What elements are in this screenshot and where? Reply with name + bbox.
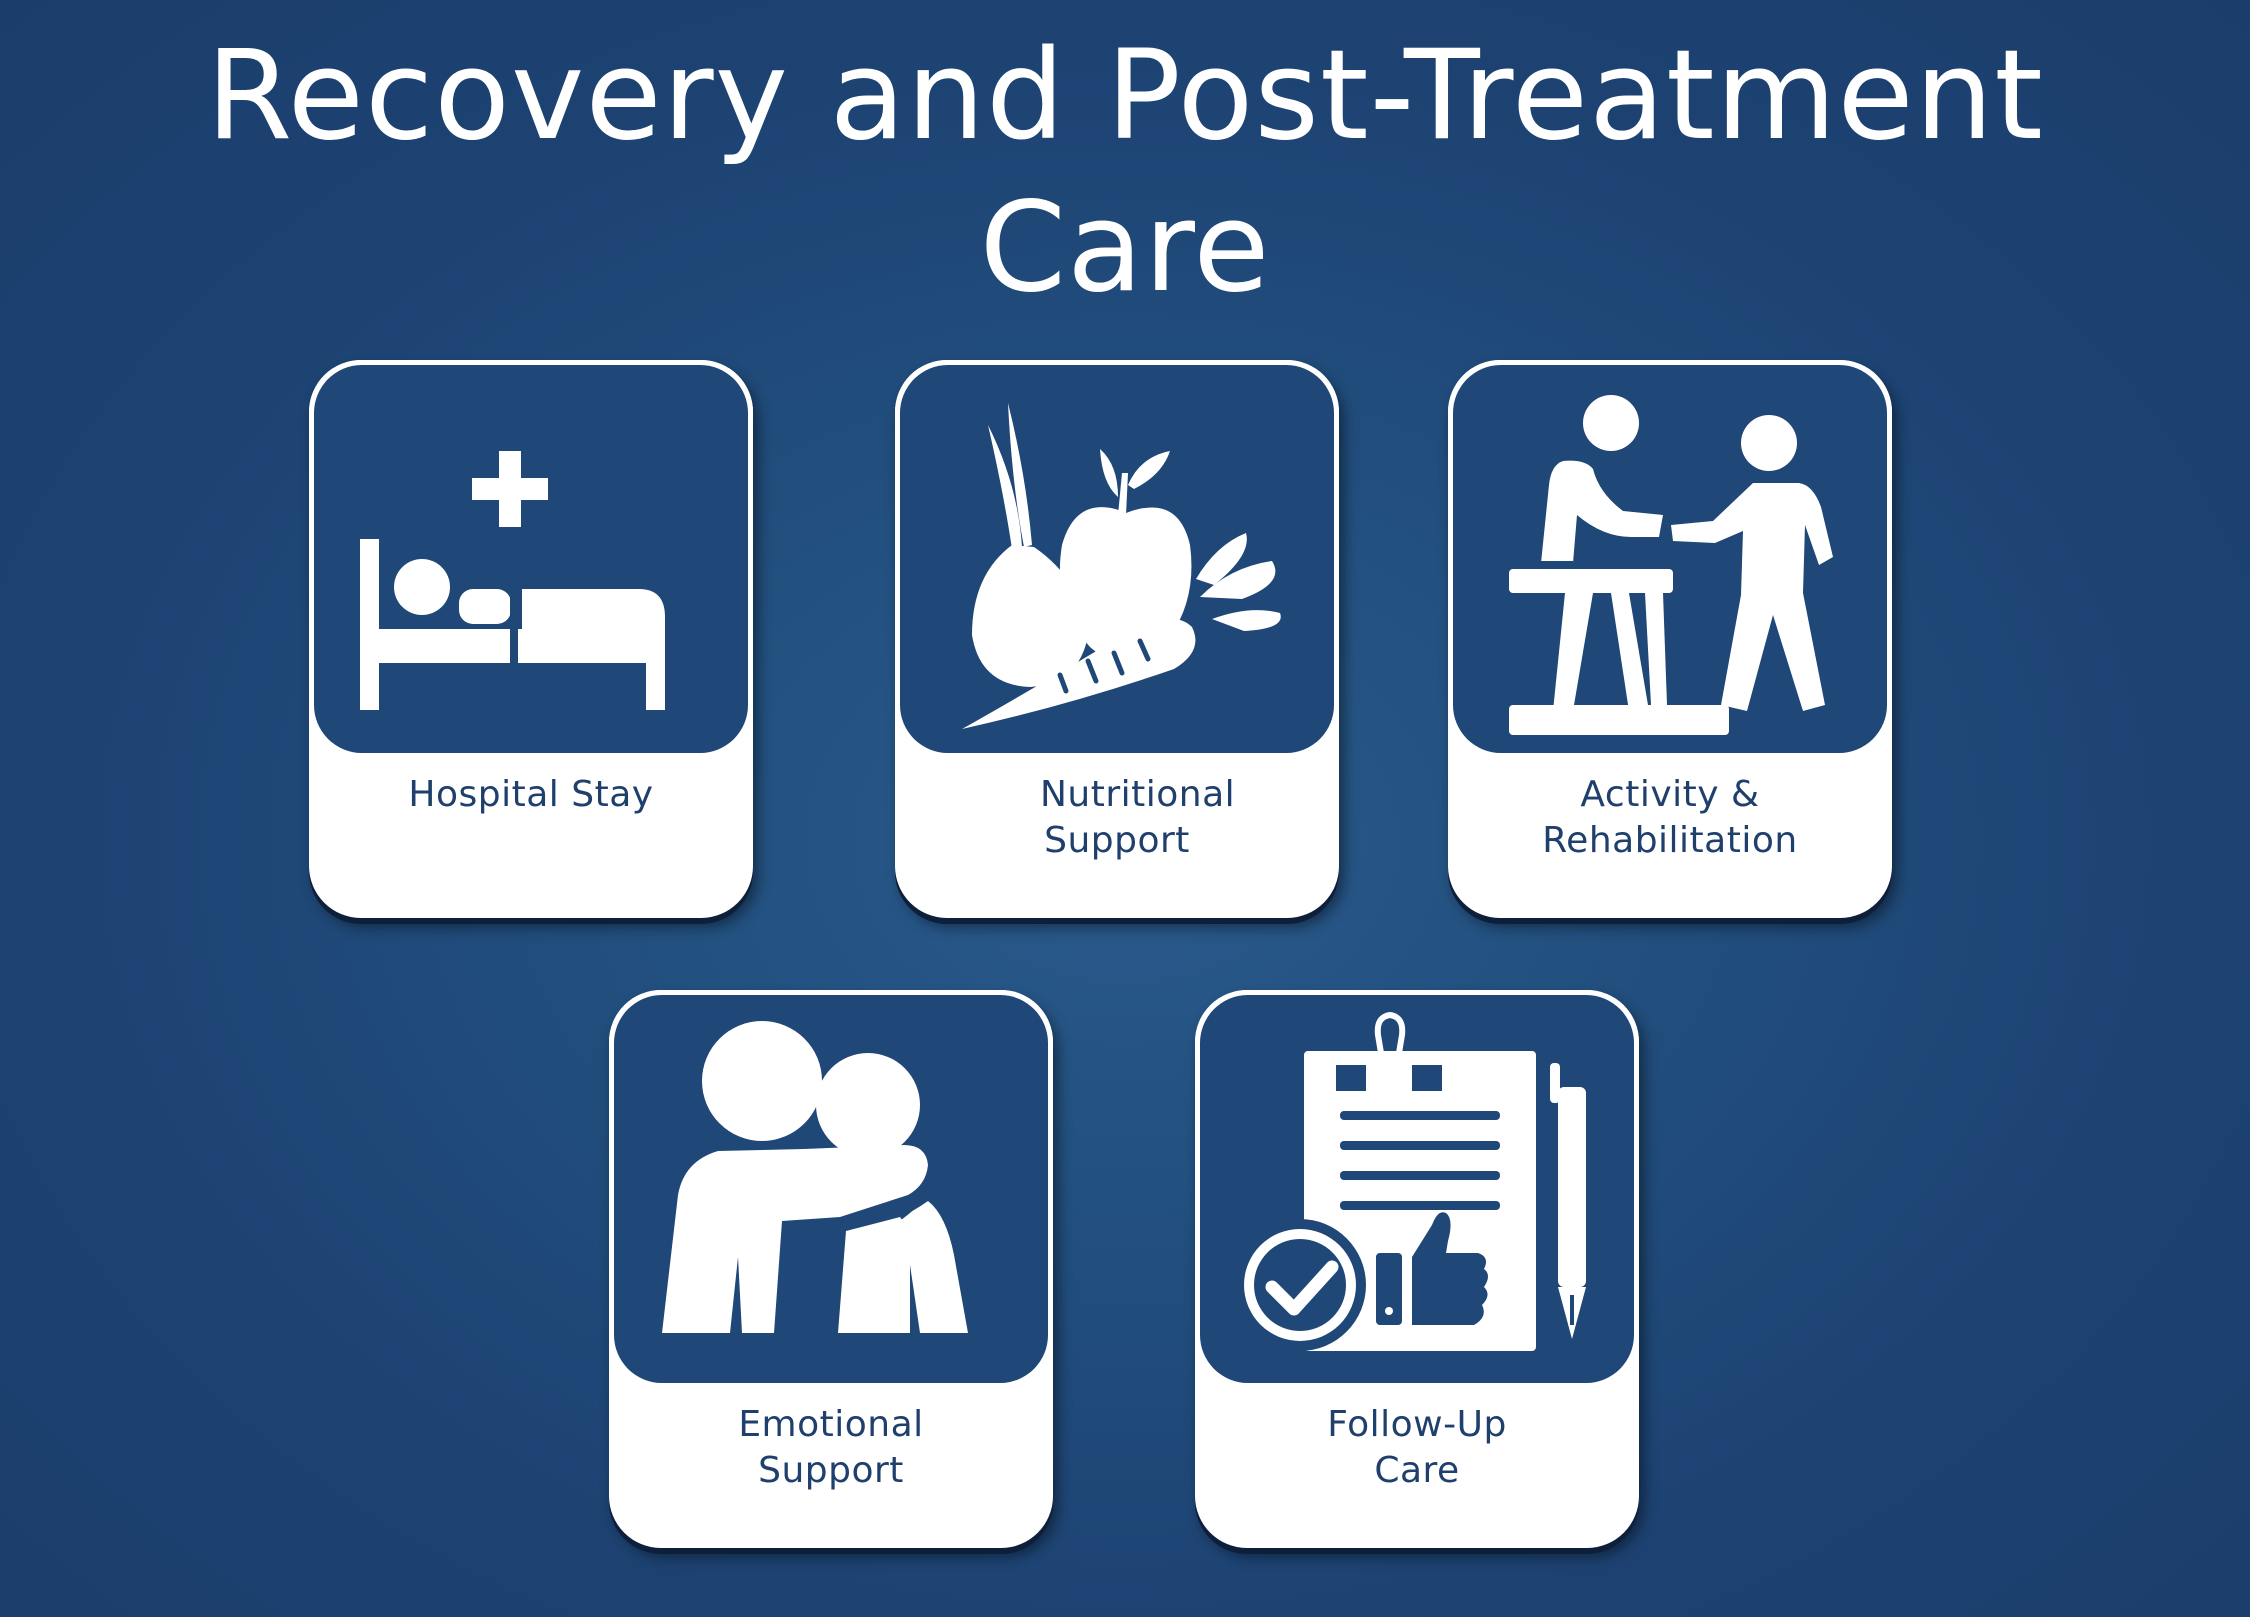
card-label: Emotional Support xyxy=(738,1404,924,1491)
card-label: Activity & Rehabilitation xyxy=(1542,774,1798,861)
hospital-bed-icon xyxy=(360,451,665,710)
icon-panel xyxy=(1453,365,1887,753)
card-label: Nutritional Support xyxy=(1040,774,1236,861)
fruits-vegetables-icon xyxy=(962,403,1281,729)
icon-panel xyxy=(314,365,748,753)
card-label: Follow-Up Care xyxy=(1327,1404,1507,1491)
icon-panel xyxy=(614,995,1048,1383)
embrace-icon xyxy=(662,1021,968,1334)
rehabilitation-icon xyxy=(1509,395,1833,735)
card-nutritional-support: Nutritional Support xyxy=(895,360,1339,918)
card-follow-up-care: Follow-Up Care xyxy=(1195,990,1639,1548)
card-label: Hospital Stay xyxy=(408,774,654,815)
clipboard-check-icon xyxy=(1234,1011,1586,1351)
card-hospital-stay: Hospital Stay xyxy=(309,360,753,918)
card-emotional-support: Emotional Support xyxy=(609,990,1053,1548)
icon-panel xyxy=(1200,995,1634,1383)
card-activity-rehabilitation: Activity & Rehabilitation xyxy=(1448,360,1892,918)
page-title: Recovery and Post-Treatment Care xyxy=(206,24,2044,320)
icon-panel xyxy=(900,365,1334,753)
